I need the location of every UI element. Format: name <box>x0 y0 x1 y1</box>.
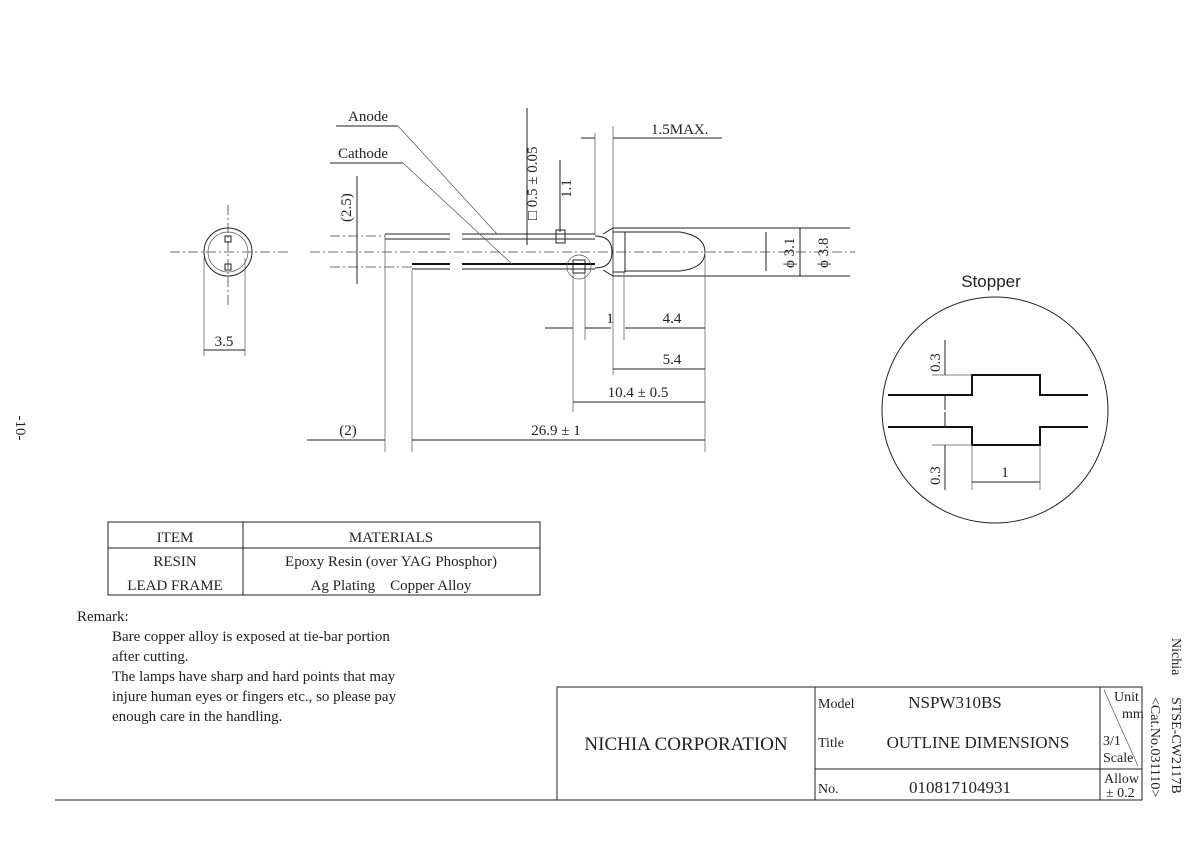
title-value: OUTLINE DIMENSIONS <box>887 733 1070 752</box>
title-block: NICHIA CORPORATION Model NSPW310BS Title… <box>55 686 1144 801</box>
remark-line: injure human eyes or fingers etc., so pl… <box>112 689 397 705</box>
stopper-dim-1: 1 <box>1001 465 1009 481</box>
side-company: Nichia <box>1168 638 1183 676</box>
scale-value: 3/1 <box>1103 734 1121 749</box>
side-doc-code: STSE-CW2117B <box>1168 697 1183 794</box>
dim-4-4: 4.4 <box>663 311 682 327</box>
unit-label: Unit <box>1114 690 1139 705</box>
no-label: No. <box>818 782 839 797</box>
model-value: NSPW310BS <box>908 693 1002 712</box>
model-label: Model <box>818 697 855 712</box>
dim-3-5: 3.5 <box>215 334 234 350</box>
stopper-detail: Stopper 0.3 0.3 1 <box>881 272 1109 524</box>
dim-phi-3-8: ϕ 3.8 <box>816 238 832 268</box>
led-side-view <box>310 227 855 452</box>
dim-1-1: 1.1 <box>559 179 575 198</box>
side-cat-no: <Cat.No.031110> <box>1147 697 1162 797</box>
remark-line: after cutting. <box>112 649 189 665</box>
dim-2-5: (2.5) <box>339 193 355 222</box>
table-cell: LEAD FRAME <box>127 578 222 594</box>
company-name: NICHIA CORPORATION <box>584 734 787 755</box>
materials-table: ITEM MATERIALS RESIN Epoxy Resin (over Y… <box>107 521 541 596</box>
dim-10-4: 10.4 ± 0.5 <box>608 385 669 401</box>
table-cell: Ag Plating Copper Alloy <box>311 578 472 594</box>
anode-label: Anode <box>348 109 388 125</box>
unit-value: mm <box>1122 707 1144 722</box>
dim-26-9: 26.9 ± 1 <box>531 423 580 439</box>
no-value: 010817104931 <box>909 778 1011 797</box>
stopper-dim-0-3-top: 0.3 <box>928 353 944 372</box>
remark-line: enough care in the handling. <box>112 709 282 725</box>
dimensions: □ 0.5 ± 0.05 1.1 (2.5) 1.5MAX. ϕ 3.1 ϕ 3… <box>307 108 832 452</box>
dim-1-5-max: 1.5MAX. <box>651 122 709 138</box>
title-label: Title <box>818 736 844 751</box>
remark-line: The lamps have sharp and hard points tha… <box>112 669 396 685</box>
table-header-item: ITEM <box>157 530 194 546</box>
stopper-dim-0-3-bottom: 0.3 <box>928 466 944 485</box>
table-cell: Epoxy Resin (over YAG Phosphor) <box>285 554 497 570</box>
table-cell: RESIN <box>153 554 197 570</box>
side-text: Nichia STSE-CW2117B <Cat.No.031110> <box>1147 638 1183 797</box>
end-view: 3.5 <box>170 205 288 356</box>
cathode-label: Cathode <box>338 146 388 162</box>
dim-2: (2) <box>339 423 357 439</box>
scale-label: Scale <box>1103 751 1133 766</box>
dim-1: 1 <box>606 311 614 327</box>
dim-lead-square: □ 0.5 ± 0.05 <box>525 146 541 220</box>
dim-phi-3-1: ϕ 3.1 <box>782 238 798 268</box>
stopper-label: Stopper <box>961 272 1021 291</box>
allow-value: ± 0.2 <box>1106 786 1135 801</box>
table-header-materials: MATERIALS <box>349 530 433 546</box>
dim-5-4: 5.4 <box>663 352 682 368</box>
remark: Remark: Bare copper alloy is exposed at … <box>77 609 397 725</box>
remark-title: Remark: <box>77 609 129 625</box>
allow-label: Allow <box>1104 772 1140 787</box>
remark-line: Bare copper alloy is exposed at tie-bar … <box>112 629 390 645</box>
lead-labels: Anode Cathode <box>330 109 513 265</box>
page-number: -10- <box>12 416 28 441</box>
